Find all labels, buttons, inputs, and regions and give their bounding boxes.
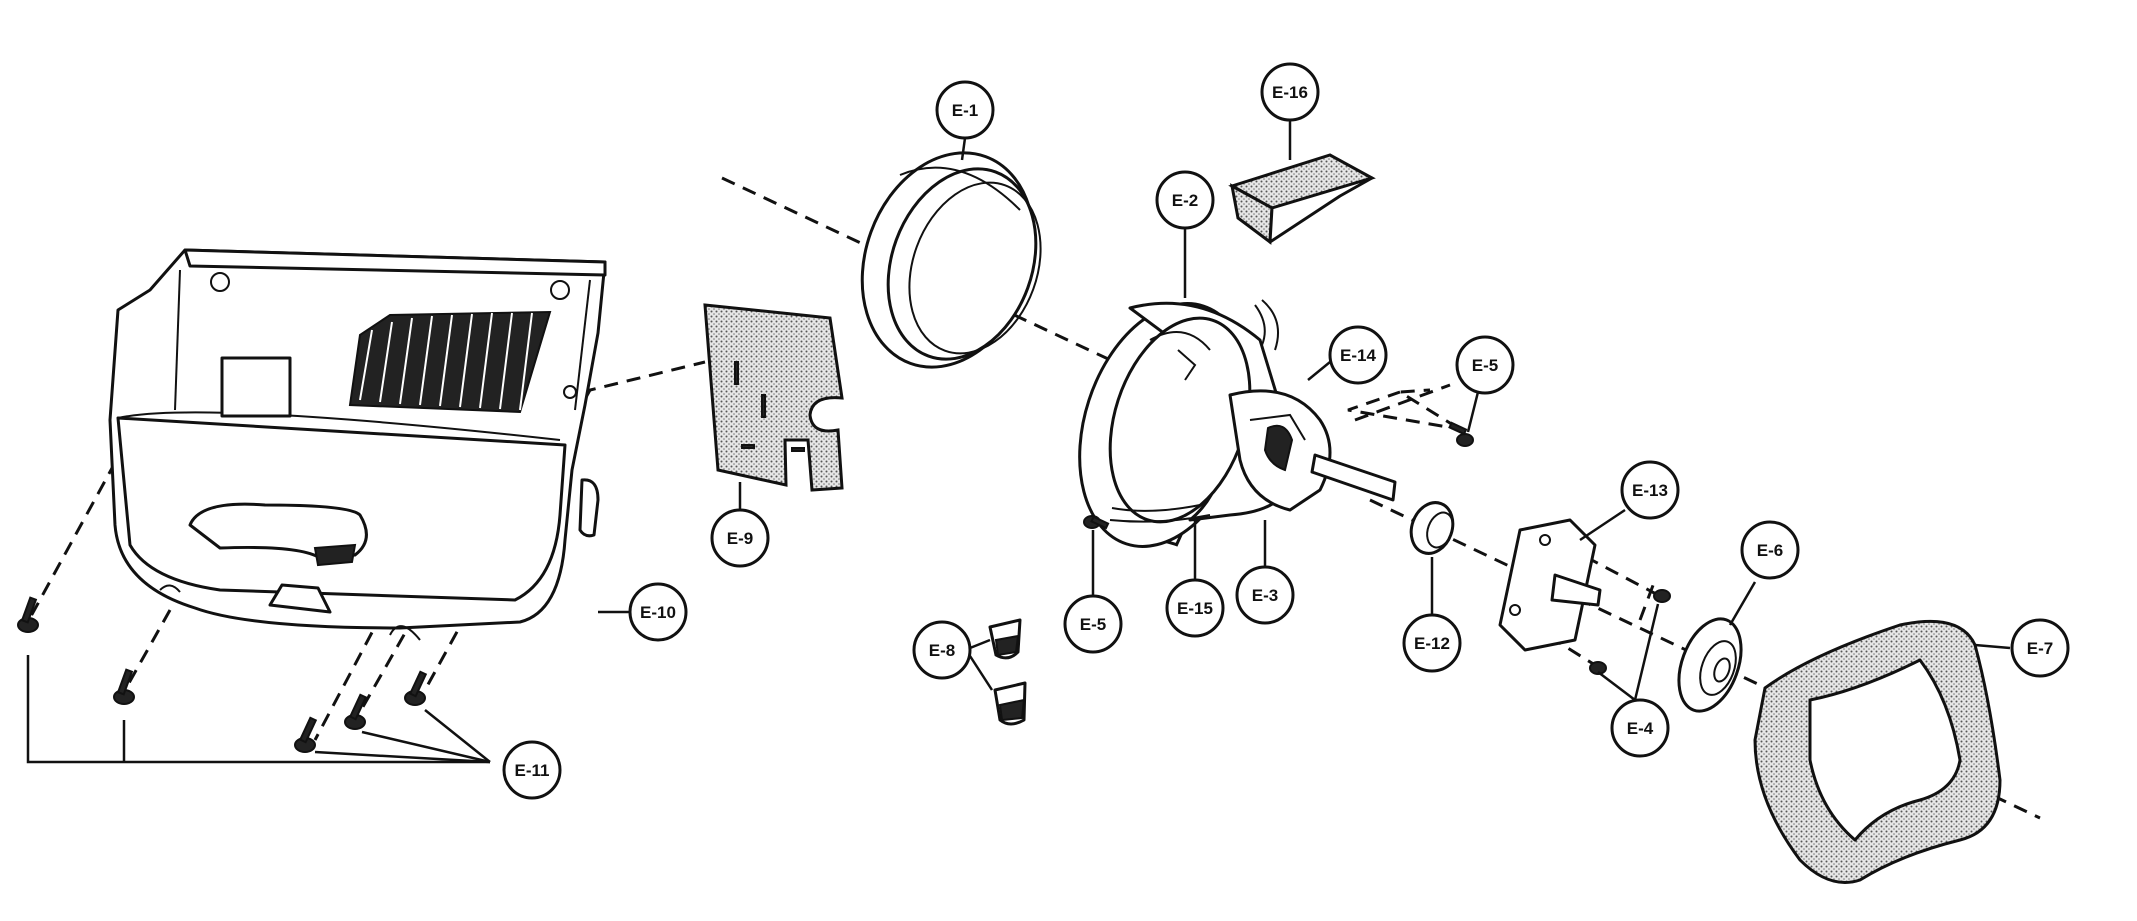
svg-text:E-5: E-5 xyxy=(1080,615,1106,634)
callout-e14: E-14 xyxy=(1328,325,1388,385)
bushing-e12 xyxy=(1409,501,1455,615)
svg-text:E-15: E-15 xyxy=(1177,599,1213,618)
motor-e2 xyxy=(1078,228,1397,548)
callout-e5-bottom: E-5 xyxy=(1063,594,1123,654)
callout-e2: E-2 xyxy=(1155,170,1215,230)
callout-e4: E-4 xyxy=(1610,698,1670,758)
callout-e6: E-6 xyxy=(1740,520,1800,580)
svg-text:E-3: E-3 xyxy=(1252,586,1278,605)
e14-leader xyxy=(1307,361,1331,381)
callout-e5-top: E-5 xyxy=(1455,335,1515,395)
callout-e1: E-1 xyxy=(935,80,995,140)
screws-e4 xyxy=(1589,589,1671,701)
svg-text:E-14: E-14 xyxy=(1340,346,1376,365)
svg-text:E-5: E-5 xyxy=(1472,356,1498,375)
screws-e11 xyxy=(17,596,491,764)
fan-plate-e13 xyxy=(1498,508,1626,652)
callout-e15: E-15 xyxy=(1165,578,1225,638)
svg-text:E-4: E-4 xyxy=(1627,719,1654,738)
svg-text:E-13: E-13 xyxy=(1632,481,1668,500)
svg-text:E-11: E-11 xyxy=(515,761,550,780)
svg-text:E-12: E-12 xyxy=(1414,634,1450,653)
gasket-e7 xyxy=(1753,619,2011,884)
callout-e7: E-7 xyxy=(2010,618,2070,678)
callout-e10: E-10 xyxy=(628,582,688,642)
svg-text:E-6: E-6 xyxy=(1757,541,1783,560)
callout-e3: E-3 xyxy=(1235,565,1295,625)
svg-text:E-9: E-9 xyxy=(727,529,753,548)
callout-e12: E-12 xyxy=(1402,613,1462,673)
filter-pad-e16 xyxy=(1228,120,1376,245)
foam-seal-e9 xyxy=(703,303,844,510)
svg-text:E-7: E-7 xyxy=(2027,639,2053,658)
housing-e10 xyxy=(108,248,607,641)
wire-nuts-e8 xyxy=(968,618,1027,726)
screws-e5 xyxy=(1083,391,1480,598)
callout-e11: E-11 xyxy=(502,740,562,800)
callout-e16: E-16 xyxy=(1260,62,1320,122)
ring-e1 xyxy=(860,137,1042,369)
callout-e8: E-8 xyxy=(912,620,972,680)
svg-text:E-2: E-2 xyxy=(1172,191,1198,210)
washer-e6 xyxy=(1677,581,1757,713)
svg-text:E-16: E-16 xyxy=(1272,83,1308,102)
callout-e9: E-9 xyxy=(710,508,770,568)
svg-text:E-8: E-8 xyxy=(929,641,955,660)
svg-text:E-1: E-1 xyxy=(952,101,978,120)
callout-e13: E-13 xyxy=(1620,460,1680,520)
svg-text:E-10: E-10 xyxy=(640,603,676,622)
